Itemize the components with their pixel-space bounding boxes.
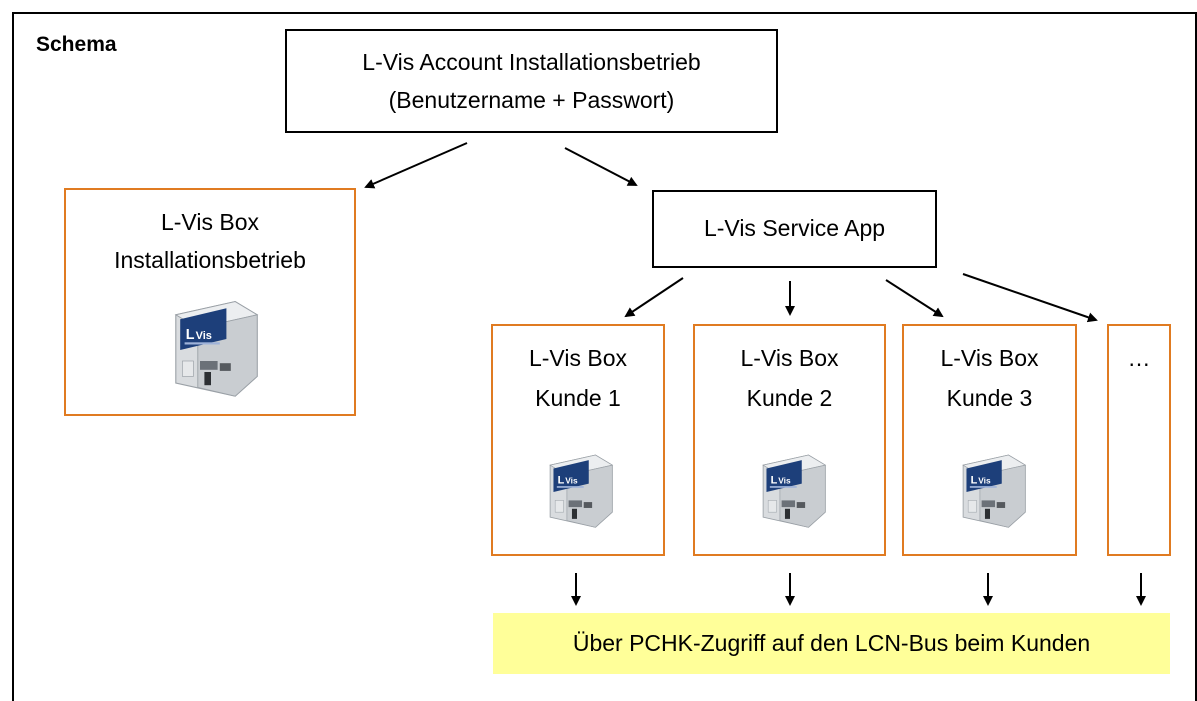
arrow-service-app-to-customer-box-more xyxy=(962,273,1098,323)
installer-box-line1: L-Vis Box xyxy=(160,209,259,235)
account-box-line2: (Benutzername + Passwort) xyxy=(388,87,675,113)
customer-box-2-line2: Kunde 2 xyxy=(746,385,833,411)
arrow-account-to-installer-box xyxy=(364,142,468,189)
customer-box-2-line1: L-Vis Box xyxy=(740,345,839,371)
customer-box-more: … xyxy=(1107,324,1171,556)
service-app-box-label: L-Vis Service App xyxy=(703,215,886,241)
customer-box-more-label: … xyxy=(1127,345,1151,371)
diagram-frame xyxy=(12,12,1197,701)
customer-box-3: L-Vis Box Kunde 3 xyxy=(902,324,1077,556)
account-box-line1: L-Vis Account Installationsbetrieb xyxy=(362,49,701,75)
customer-box-1-line2: Kunde 1 xyxy=(535,385,621,411)
account-box: L-Vis Account Installationsbetrieb (Benu… xyxy=(285,29,778,133)
customer-box-3-line2: Kunde 3 xyxy=(946,385,1033,411)
customer-box-2: L-Vis Box Kunde 2 xyxy=(693,324,886,556)
footer-note-text: Über PCHK-Zugriff auf den LCN-Bus beim K… xyxy=(572,630,1091,656)
diagram-heading: Schema xyxy=(36,33,117,56)
service-app-box: L-Vis Service App xyxy=(652,190,937,268)
arrow-service-app-to-customer-box-3 xyxy=(885,279,944,318)
customer-box-1: L-Vis Box Kunde 1 xyxy=(491,324,665,556)
footer-note: Über PCHK-Zugriff auf den LCN-Bus beim K… xyxy=(493,613,1170,674)
customer-box-3-line1: L-Vis Box xyxy=(940,345,1039,371)
customer-box-1-line1: L-Vis Box xyxy=(528,345,627,371)
arrow-service-app-to-customer-box-1 xyxy=(624,277,684,318)
installer-box-line2: Installationsbetrieb xyxy=(114,247,306,273)
arrow-account-to-service-app xyxy=(564,147,638,186)
installer-box: L-Vis Box Installationsbetrieb xyxy=(64,188,356,416)
